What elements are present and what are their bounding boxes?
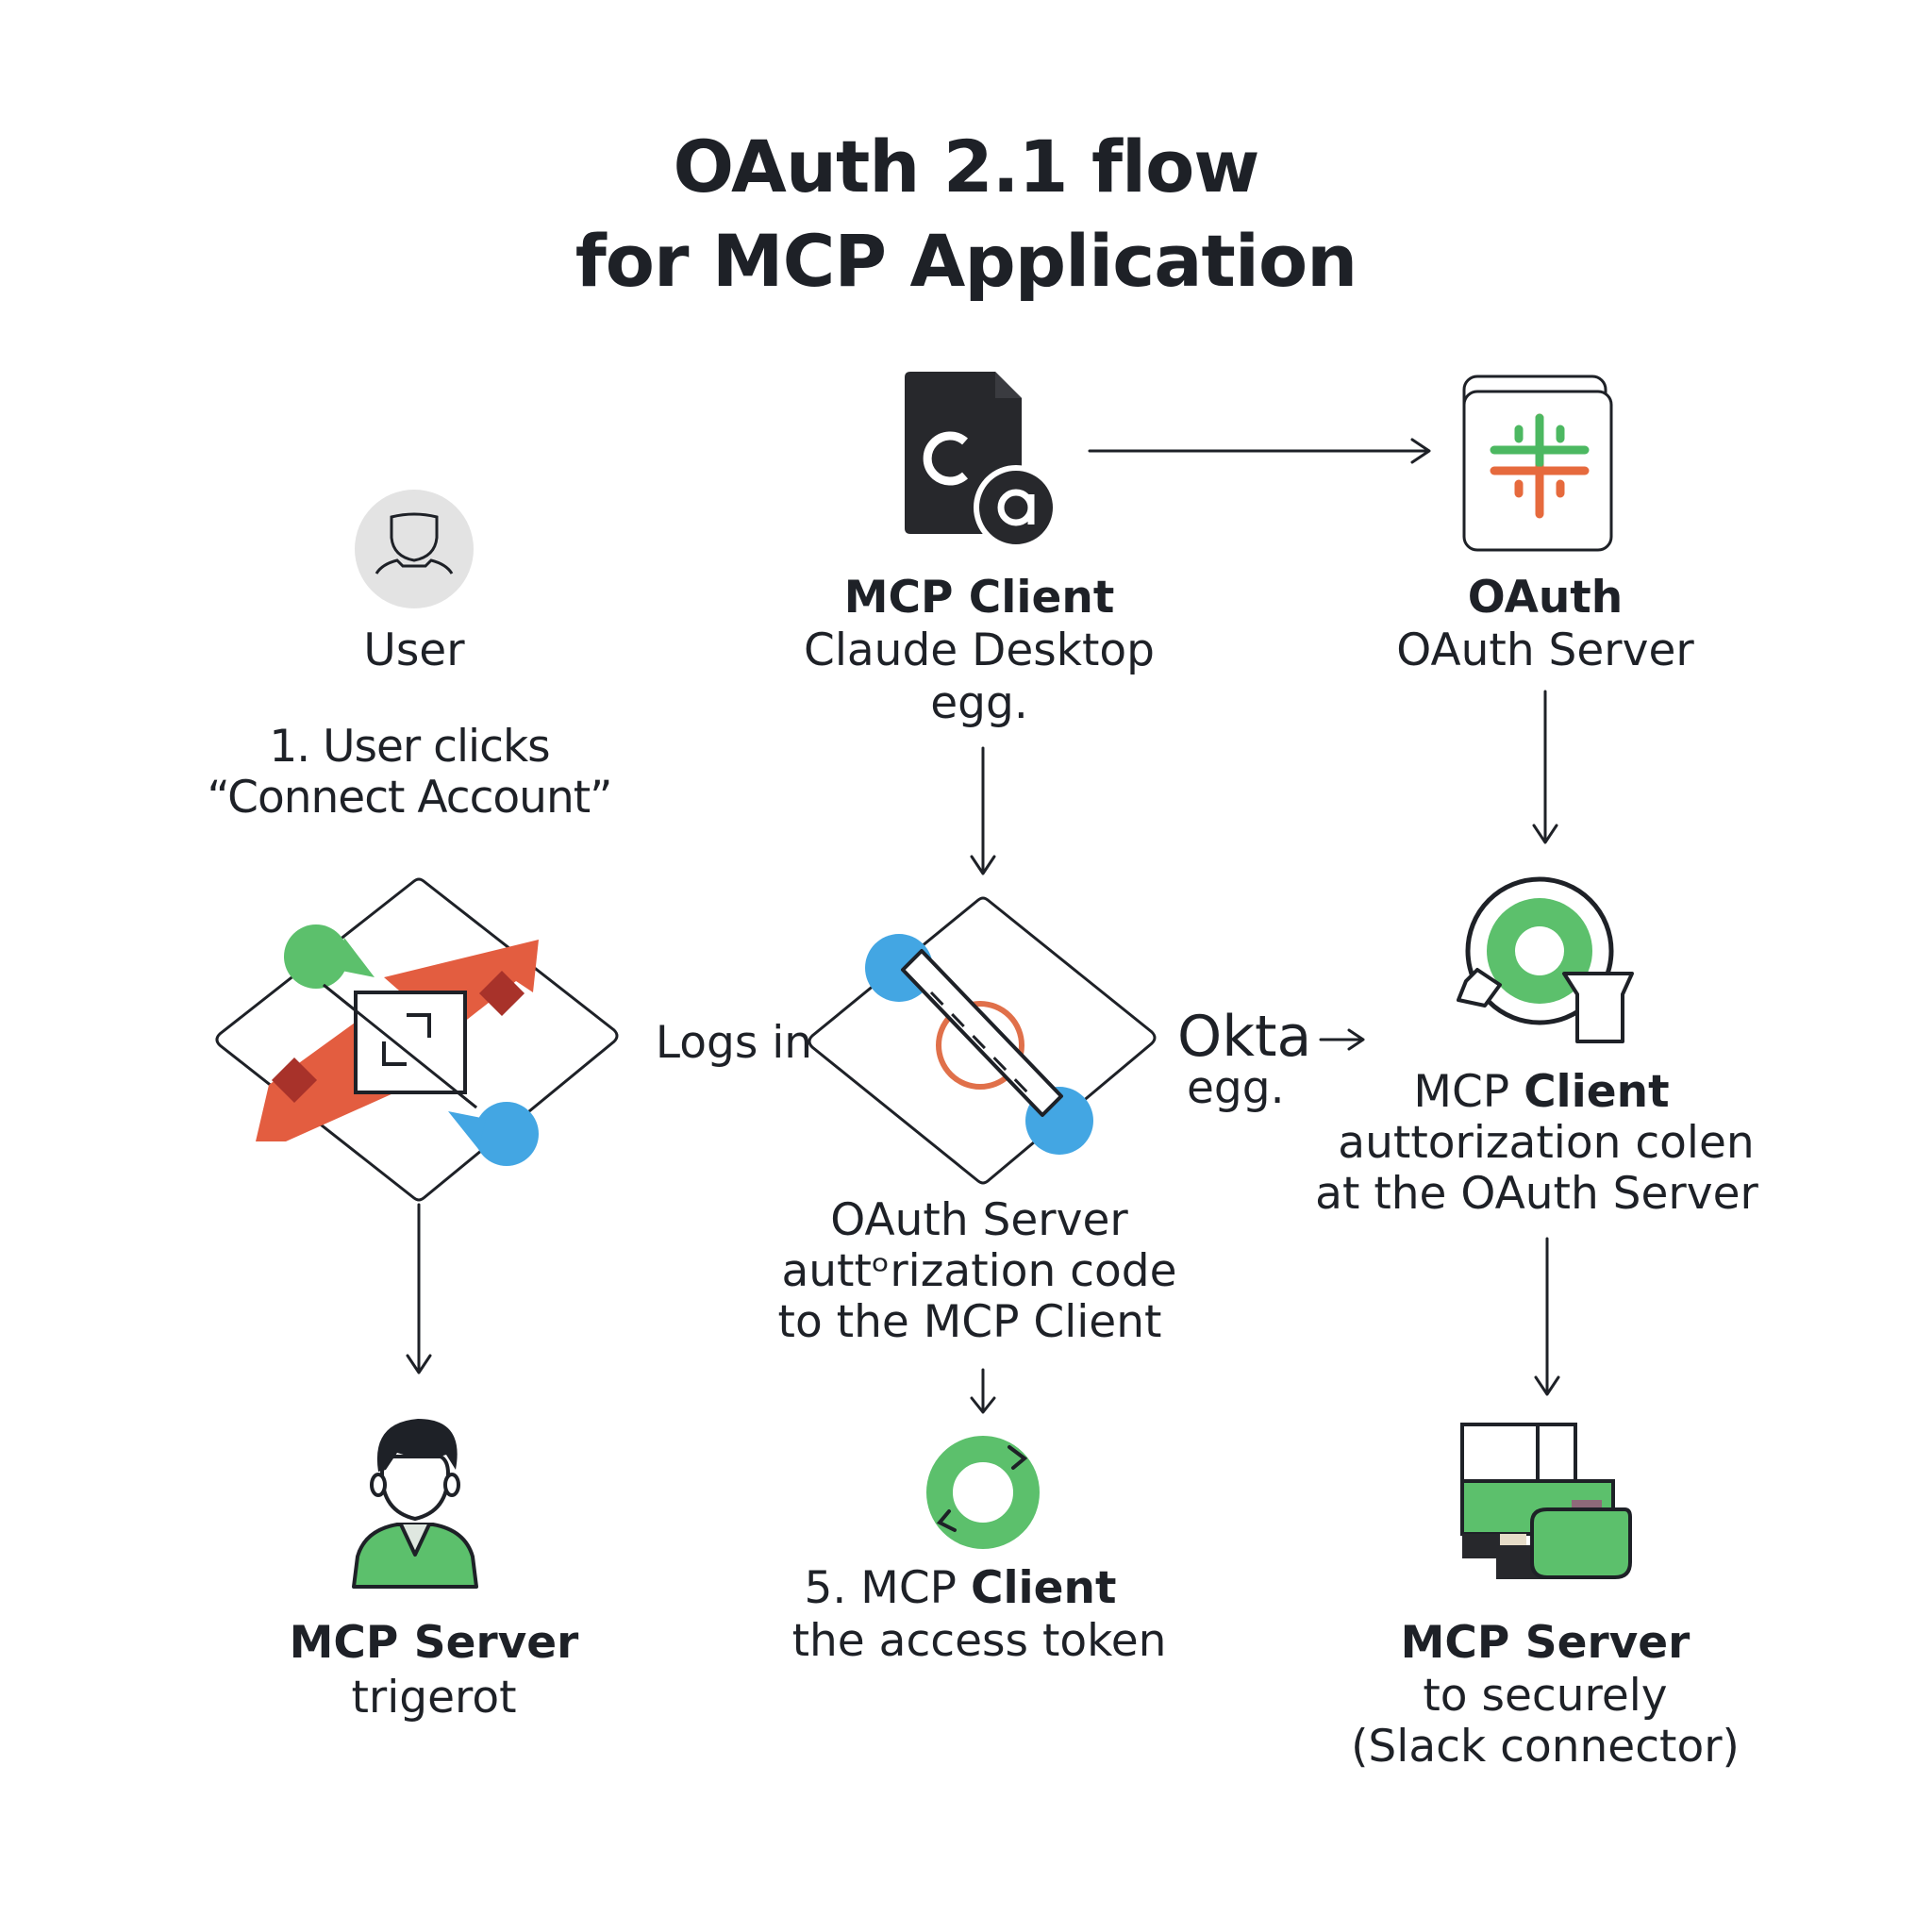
mcp-server-right-line1: to securely <box>1423 1670 1668 1722</box>
mcp-server-right-title: MCP Server <box>1400 1617 1690 1669</box>
connect-diamond-icon <box>215 877 619 1202</box>
oauth-code-line3: to the MCP Client <box>777 1296 1162 1348</box>
arrow-oauth-down <box>1532 690 1558 844</box>
claude-desktop-file-icon <box>905 372 1058 550</box>
diagram-title-line2: for MCP Application <box>575 219 1358 303</box>
step1-line2: “Connect Account” <box>207 772 612 824</box>
diagram-title-line1: OAuth 2.1 flow <box>673 125 1259 208</box>
oauth-title: OAuth <box>1467 572 1624 624</box>
step5-title-bold: Client <box>970 1562 1117 1614</box>
mcp-client-auth-line2: at the OAuth Server <box>1315 1168 1758 1220</box>
slack-connector-icon <box>1460 1423 1632 1579</box>
mcp-client-auth-line1: auttorization colen <box>1338 1117 1755 1169</box>
mcp-client-auth-title-regular: MCP <box>1413 1066 1524 1118</box>
user-avatar-icon <box>355 490 474 608</box>
arrow-client-to-oauth <box>1088 438 1431 464</box>
oauth-server-label: OAuth Server <box>1396 625 1694 676</box>
oauth-code-line1: OAuth Server <box>830 1194 1128 1246</box>
slack-logo-icon <box>1462 375 1613 552</box>
mcp-client-title: MCP Client <box>843 572 1115 624</box>
step1-line1: 1. User clicks <box>269 721 550 773</box>
mcp-server-left-title: MCP Server <box>289 1617 579 1669</box>
arrow-okta <box>1319 1028 1365 1051</box>
login-diamond-icon <box>808 896 1157 1185</box>
step5-title: 5. MCP Client <box>772 1562 1149 1615</box>
okta-egg-label: egg. <box>1187 1062 1285 1114</box>
okta-label: Okta <box>1177 1004 1312 1070</box>
user-label: User <box>363 625 465 676</box>
mcp-client-line1: Claude Desktop <box>804 625 1155 676</box>
mcp-server-left-line1: trigerot <box>351 1672 517 1724</box>
step5-line1: the access token <box>791 1615 1167 1667</box>
refresh-token-icon <box>926 1436 1040 1549</box>
logs-in-label: Logs in <box>655 1017 813 1069</box>
arrow-client-down <box>970 746 996 875</box>
oauth-token-icon <box>1457 876 1634 1043</box>
arrow-code-down <box>970 1368 996 1414</box>
mcp-client-auth-title-bold: Client <box>1524 1066 1670 1118</box>
arrow-left-down <box>406 1203 432 1374</box>
step5-title-regular: 5. MCP <box>804 1562 971 1614</box>
mcp-client-auth-title: MCP Client <box>1353 1066 1730 1119</box>
oauth-code-line2: auttᵒrization code <box>781 1245 1177 1297</box>
mcp-server-right-line2: (Slack connector) <box>1351 1721 1740 1773</box>
arrow-auth-down <box>1534 1237 1560 1396</box>
mcp-client-line2: egg. <box>930 677 1028 729</box>
person-icon <box>352 1419 478 1589</box>
